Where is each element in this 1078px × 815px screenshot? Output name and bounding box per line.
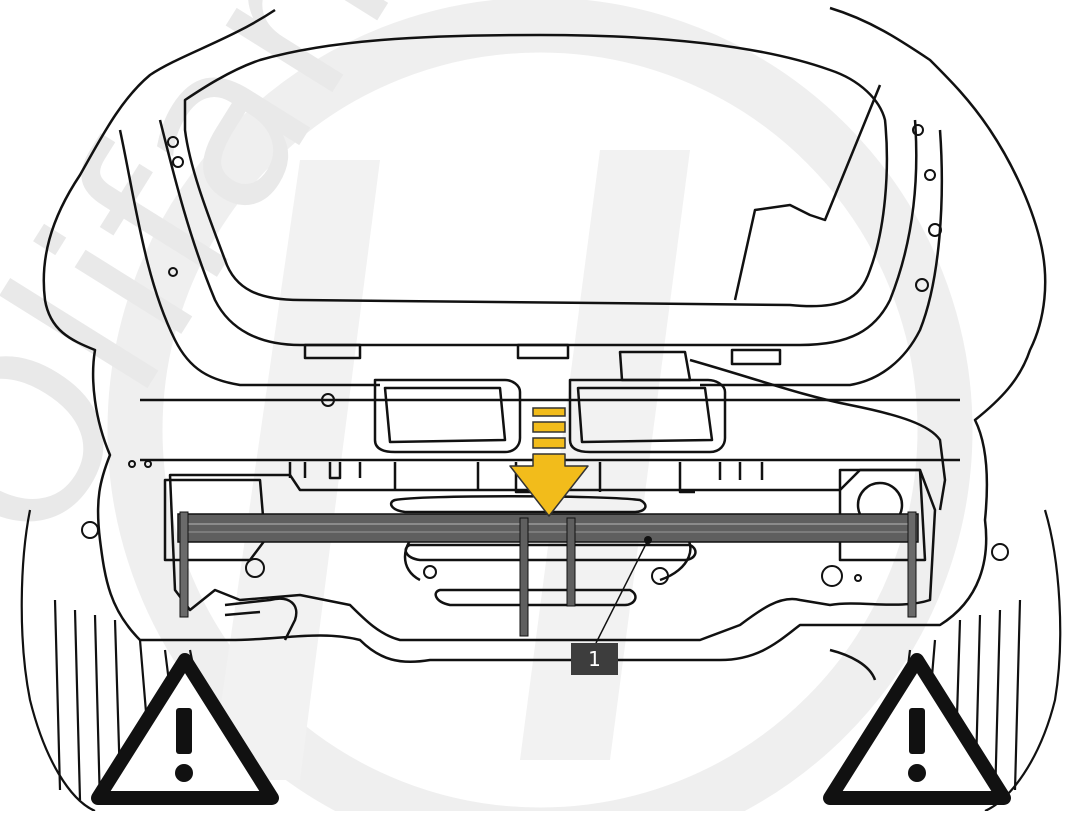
callout-label-1: 1 [571, 643, 618, 675]
down-arrow-icon [509, 407, 589, 517]
car-body [42, 6, 1047, 681]
callout-number: 1 [588, 647, 601, 671]
warning-icon [823, 653, 1011, 805]
callout-leader [595, 536, 652, 644]
mounting-holes [81, 124, 1009, 587]
towbar-crossbar [177, 511, 919, 637]
rear-wheels [20, 509, 1062, 813]
watermark: Olifant t [0, 0, 973, 815]
warning-icon [91, 653, 279, 805]
